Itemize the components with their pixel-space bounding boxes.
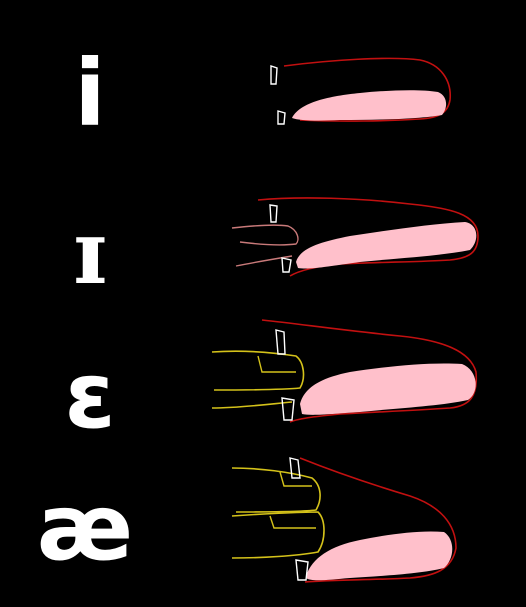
vowel-symbol-small-capital-i: ɪ xyxy=(73,200,107,304)
mouth-profile-i xyxy=(270,57,451,125)
mouth-profile-small-capital-i xyxy=(231,197,479,277)
palate-outline xyxy=(283,57,451,122)
mouth-profile-epsilon xyxy=(211,319,478,423)
tongue xyxy=(292,90,447,121)
lower-teeth xyxy=(295,559,309,581)
vowel-symbol-i: i xyxy=(74,40,106,147)
upper-teeth xyxy=(270,65,278,85)
lip-line xyxy=(279,471,312,487)
lower-teeth xyxy=(281,397,295,421)
upper-lip xyxy=(231,467,321,513)
mouth-profile-ash xyxy=(231,457,457,583)
tongue xyxy=(296,222,477,269)
lower-lip xyxy=(231,511,325,559)
lower-lip xyxy=(235,255,293,267)
tongue xyxy=(300,363,476,415)
tongue xyxy=(306,531,453,581)
upper-lip xyxy=(211,350,305,391)
upper-teeth xyxy=(289,457,301,479)
palate-outline xyxy=(299,457,457,583)
upper-teeth xyxy=(269,204,278,223)
lower-lip-line xyxy=(269,515,316,529)
upper-lip xyxy=(231,224,299,246)
lip-line xyxy=(257,355,296,373)
lower-teeth xyxy=(277,110,286,125)
lower-lip xyxy=(211,401,293,409)
upper-teeth xyxy=(275,329,286,355)
vowel-symbol-epsilon: ɛ xyxy=(64,342,116,449)
lower-teeth xyxy=(281,257,292,273)
vowel-symbol-ash: æ xyxy=(36,474,134,581)
